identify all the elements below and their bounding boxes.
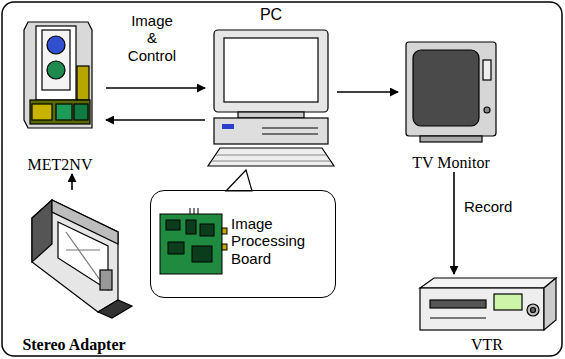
- arrow: [106, 119, 205, 121]
- arrow: [453, 172, 455, 274]
- circuit-board: [160, 208, 227, 274]
- computer: [208, 30, 334, 166]
- edge-label: Image & Control: [126, 12, 178, 64]
- device-node: VTR: [414, 274, 560, 354]
- arrow: [71, 174, 73, 190]
- device-node: Stereo Adapter: [6, 190, 142, 354]
- device-node: PC: [205, 6, 337, 170]
- arrow: [337, 91, 398, 93]
- arrow: [106, 87, 205, 89]
- edge-label: Record: [462, 198, 514, 215]
- stereo-adapter: [32, 200, 132, 318]
- camera-head: [24, 22, 92, 128]
- device-label: PC: [260, 6, 282, 24]
- vtr: [420, 278, 556, 330]
- device-label: MET2NV: [28, 156, 93, 174]
- device-node: TV Monitor: [398, 38, 504, 172]
- tv-monitor: [406, 42, 496, 142]
- device-label: VTR: [471, 336, 503, 354]
- device-label: Stereo Adapter: [22, 336, 125, 354]
- callout-tail: [226, 170, 252, 191]
- device-node: MET2NV: [14, 16, 106, 174]
- callout-bubble: Image Processing Board: [150, 190, 336, 298]
- outer-frame: [2, 2, 562, 356]
- callout-text: Image Processing Board: [231, 215, 305, 267]
- device-label: TV Monitor: [412, 154, 489, 172]
